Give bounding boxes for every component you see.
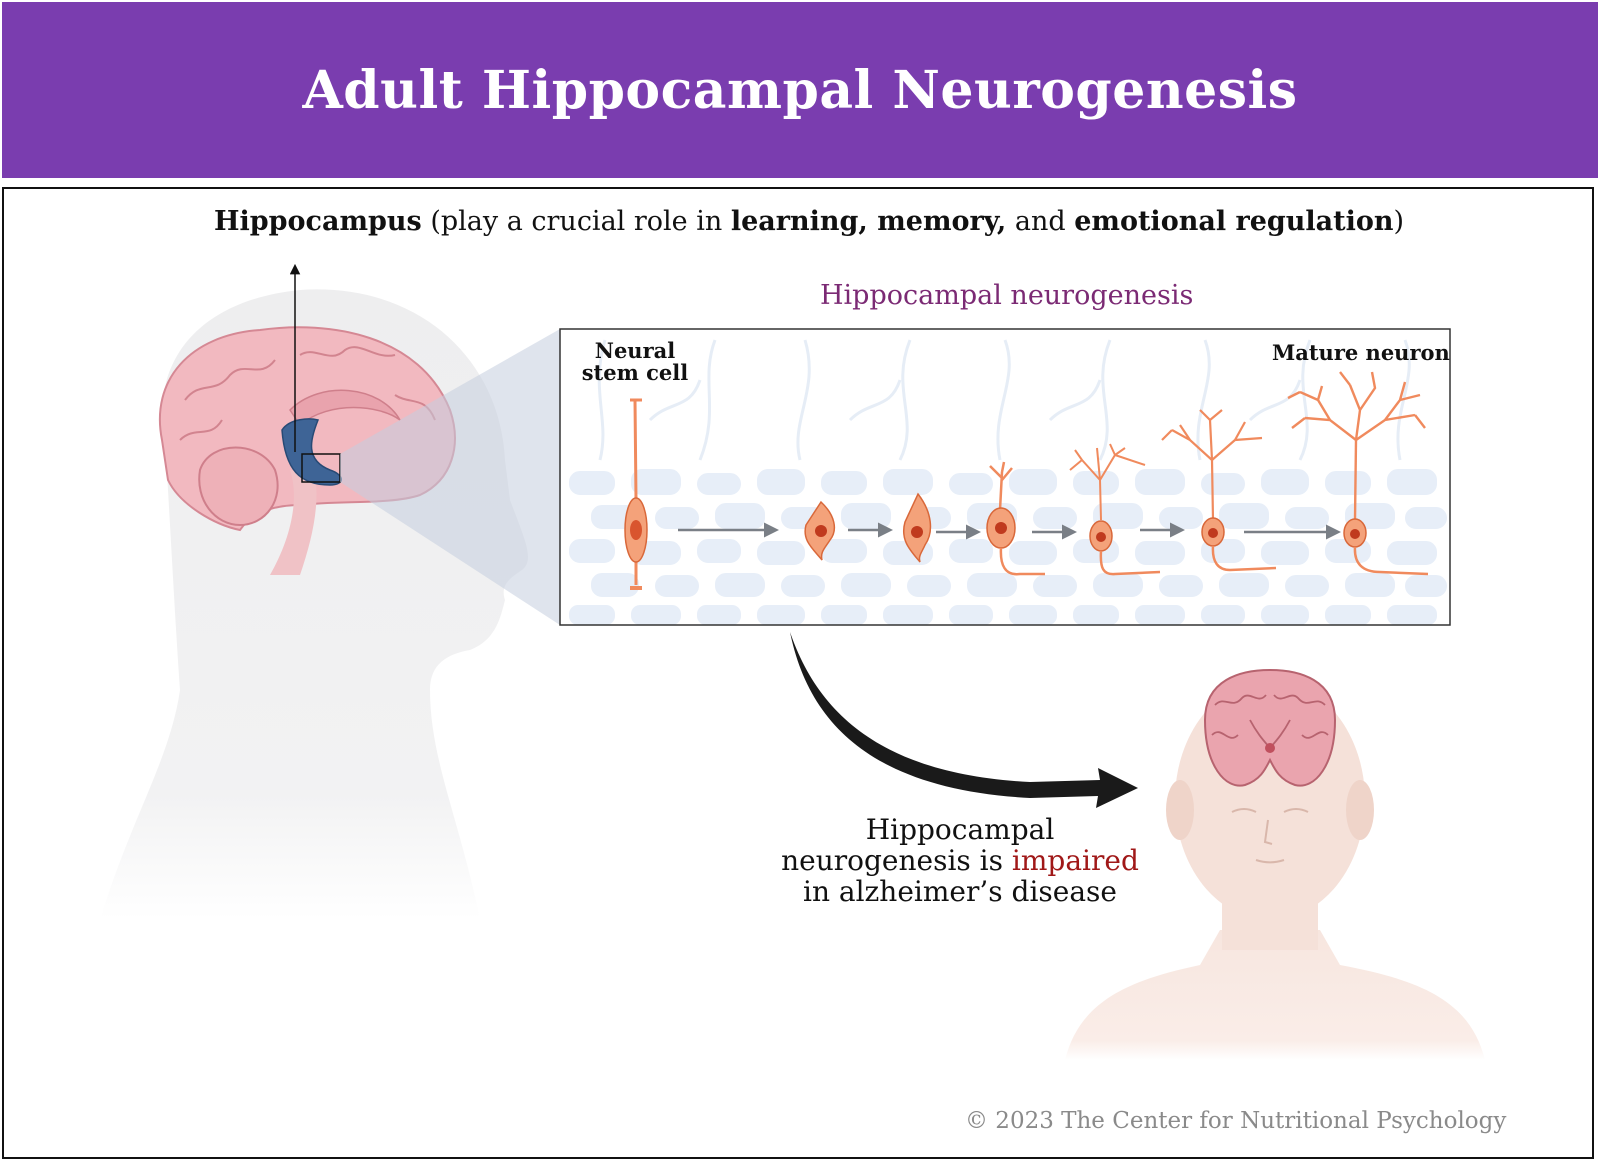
mature-neuron — [1287, 371, 1429, 576]
title-banner: Adult Hippocampal Neurogenesis — [2, 2, 1598, 178]
neurogenesis-panel — [559, 328, 1451, 626]
description-mid: and — [1006, 206, 1075, 237]
zoom-wedge — [340, 329, 560, 625]
stem-cell-label: Neural stem cell — [580, 340, 690, 384]
description-end: ) — [1393, 206, 1405, 237]
copyright-notice: © 2023 The Center for Nutritional Psycho… — [965, 1108, 1507, 1134]
impairment-line2: neurogenesis is impaired — [770, 845, 1150, 876]
immature-neuron-early — [986, 461, 1045, 576]
stem-cell-label-line2: stem cell — [581, 360, 689, 385]
hippocampus-description: Hippocampus (play a crucial role in lear… — [214, 206, 1404, 237]
mature-neuron-label: Mature neuron — [1272, 340, 1450, 365]
impairment-line1: Hippocampal — [865, 813, 1055, 846]
page-title: Adult Hippocampal Neurogenesis — [302, 59, 1298, 121]
neural-stem-cell — [624, 398, 648, 590]
stem-cell-label-line1: Neural — [594, 338, 676, 363]
panel-title: Hippocampal neurogenesis — [820, 280, 1194, 311]
frontal-head-illustration — [1065, 668, 1485, 1060]
immature-neuron-branching — [1069, 443, 1161, 576]
impairment-line2-text: neurogenesis is — [781, 844, 1012, 877]
developing-neuron — [1161, 409, 1277, 572]
neuroblast-cell — [903, 492, 932, 563]
description-start: (play a crucial role in — [421, 206, 731, 237]
description-bold-1: learning, memory, — [730, 206, 1007, 237]
progenitor-cell — [804, 500, 836, 561]
impaired-highlight: impaired — [1011, 844, 1139, 877]
hippocampus-term: Hippocampus — [214, 206, 422, 237]
impairment-statement: Hippocampal neurogenesis is impaired in … — [770, 814, 1150, 907]
description-bold-2: emotional regulation — [1074, 206, 1394, 237]
progression-arrows — [678, 522, 1341, 540]
impairment-curved-arrow — [790, 632, 1138, 808]
impairment-line3: in alzheimer’s disease — [803, 875, 1117, 908]
